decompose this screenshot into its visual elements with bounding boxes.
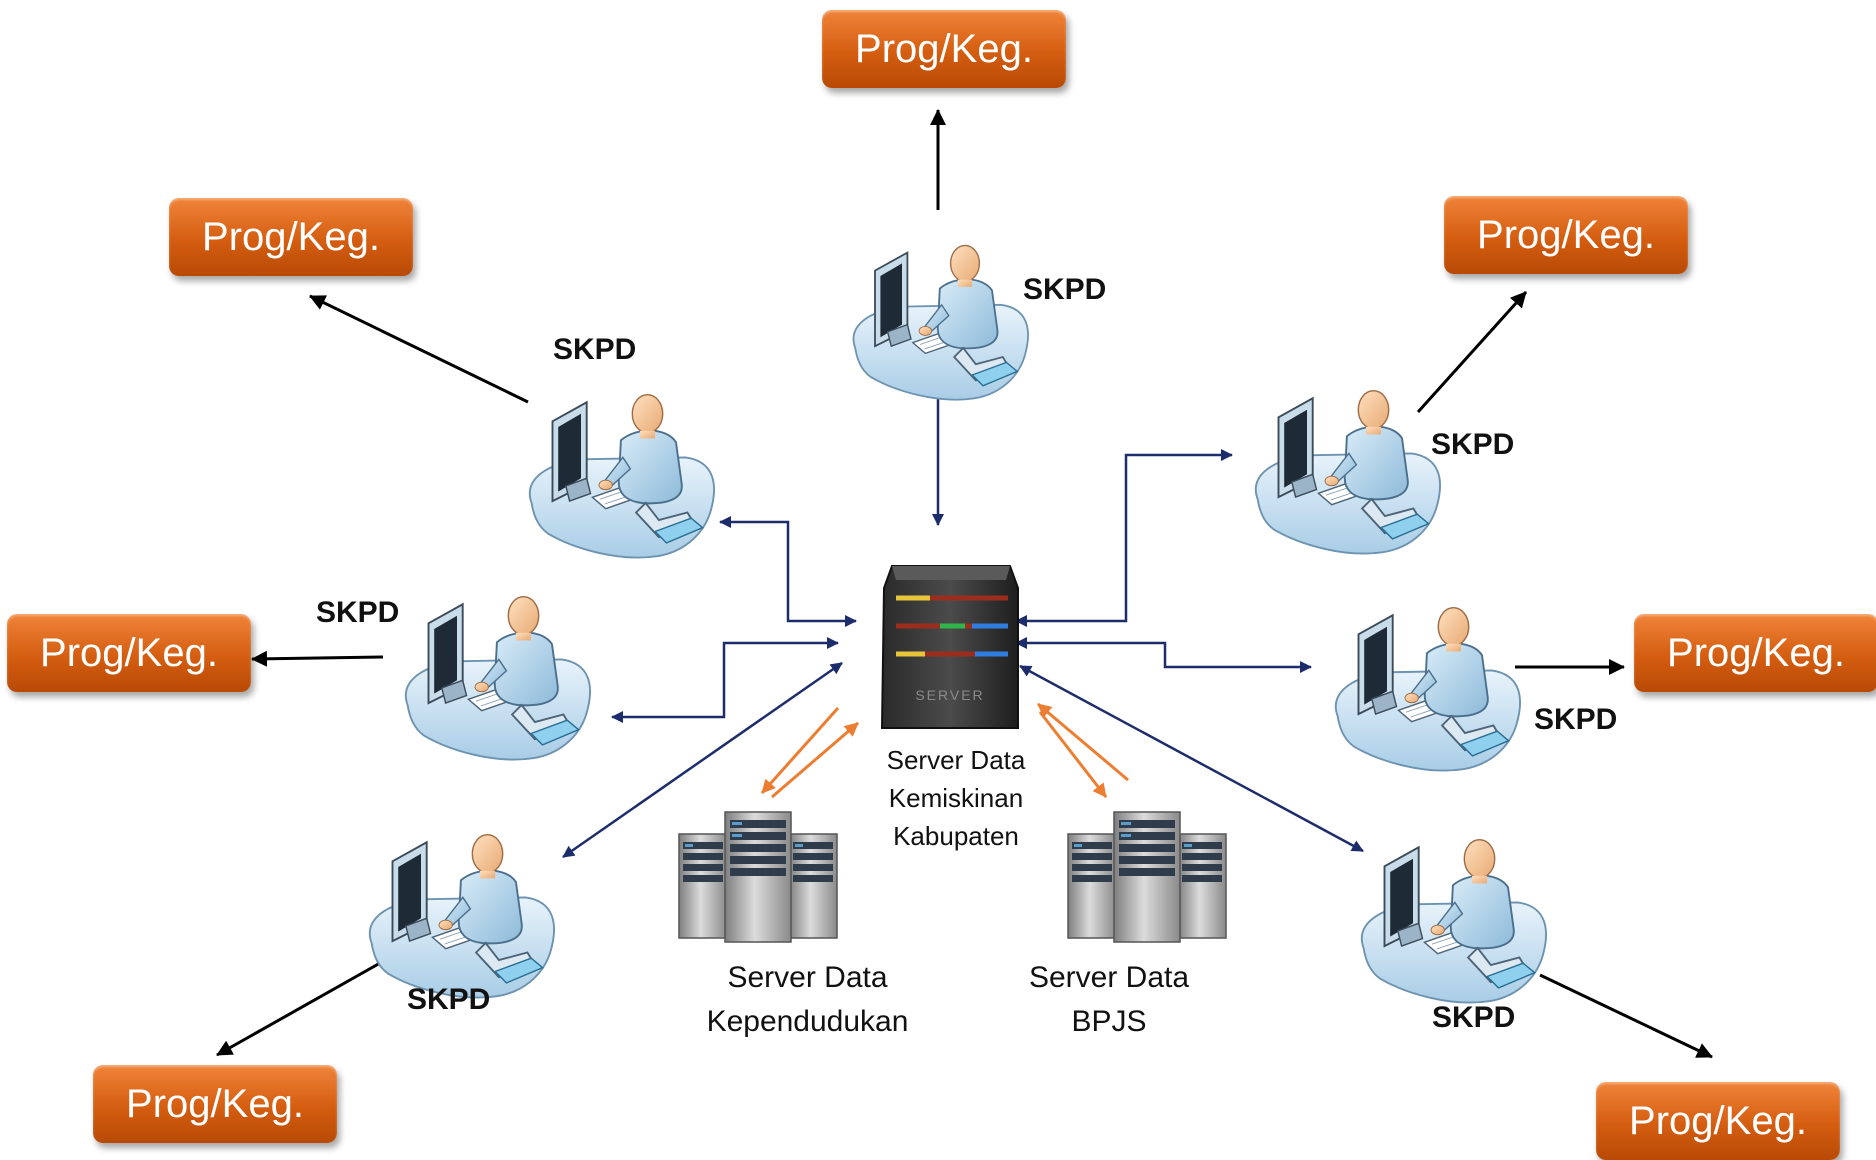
kependudukan-server-label: Server Data Kependudukan — [680, 956, 935, 1044]
central-server-label: Server Data Kemiskinan Kabupaten — [866, 741, 1046, 855]
prog-keg-box: Prog/Keg. — [7, 614, 251, 692]
central-server-line1: Server Data — [886, 745, 1026, 775]
skpd-workstation-icon — [1254, 389, 1441, 555]
prog-keg-label: Prog/Keg. — [855, 27, 1033, 71]
prog-keg-box: Prog/Keg. — [93, 1065, 337, 1143]
skpd-label: SKPD — [407, 983, 491, 1016]
bpjs-server-label: Server Data BPJS — [1004, 956, 1214, 1044]
prog-keg-box: Prog/Keg. — [1444, 196, 1688, 274]
skpd-label: SKPD — [1432, 1001, 1516, 1034]
skpd-workstation-icon — [368, 833, 555, 999]
bpjs-line1: Server Data — [1028, 961, 1190, 994]
central-server-line2: Kemiskinan — [888, 783, 1024, 813]
bpjs-line2: BPJS — [1071, 1005, 1147, 1038]
skpd-label: SKPD — [1534, 703, 1618, 736]
skpd-label: SKPD — [1023, 273, 1107, 306]
skpd-label: SKPD — [1431, 428, 1515, 461]
prog-keg-label: Prog/Keg. — [202, 215, 380, 259]
prog-keg-label: Prog/Keg. — [1629, 1099, 1807, 1143]
prog-keg-box: Prog/Keg. — [822, 10, 1066, 88]
prog-keg-label: Prog/Keg. — [40, 631, 218, 675]
skpd-workstation-icon — [528, 393, 715, 559]
server-cluster-icon — [678, 811, 838, 943]
central-server-icon: SERVER — [880, 565, 1019, 729]
prog-keg-label: Prog/Keg. — [1667, 631, 1845, 675]
skpd-workstation-icon — [404, 595, 591, 761]
prog-keg-box: Prog/Keg. — [169, 198, 413, 276]
kependudukan-line2: Kependudukan — [706, 1005, 909, 1038]
server-front-text: SERVER — [915, 687, 984, 703]
kependudukan-line1: Server Data — [727, 961, 888, 994]
skpd-workstation-icon — [1334, 606, 1521, 772]
prog-keg-label: Prog/Keg. — [1477, 213, 1655, 257]
skpd-label: SKPD — [316, 596, 400, 629]
prog-keg-box: Prog/Keg. — [1634, 614, 1876, 692]
skpd-label: SKPD — [553, 333, 637, 366]
central-server-line3: Kabupaten — [893, 821, 1019, 851]
prog-keg-box: Prog/Keg. — [1596, 1082, 1840, 1160]
prog-keg-label: Prog/Keg. — [126, 1082, 304, 1126]
skpd-workstation-icon — [852, 244, 1029, 401]
server-cluster-icon — [1067, 811, 1227, 943]
skpd-workstation-icon — [1360, 838, 1547, 1004]
